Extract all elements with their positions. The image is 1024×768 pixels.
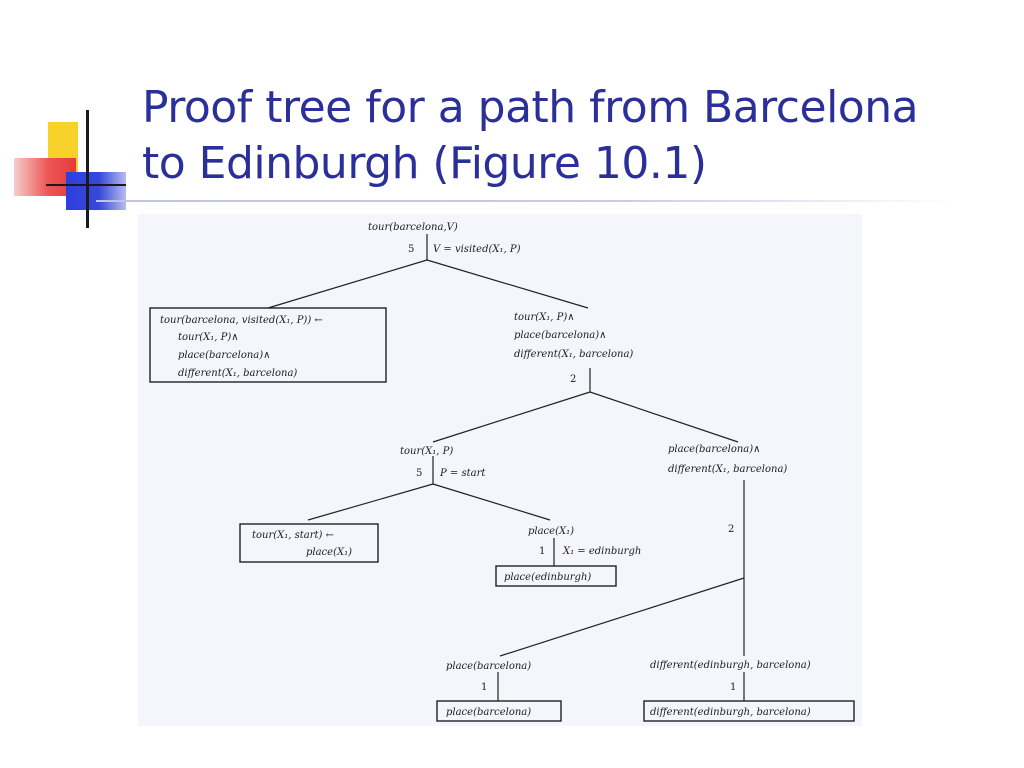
logo-horizontal-line [46, 184, 126, 186]
proof-tree-svg: tour(barcelona,V) 5 V = visited(X₁, P) t… [149, 222, 855, 722]
title-divider [96, 200, 958, 202]
logo-vertical-line [86, 110, 89, 228]
clause2-box [239, 523, 379, 563]
root-goal: tour(barcelona,V) [368, 222, 458, 233]
edge-right-left [499, 577, 745, 657]
edge-root-left [267, 259, 428, 309]
place-barcelona-rule-number: 1 [481, 682, 487, 693]
goal1-line-1: tour(X₁, P)∧ [514, 312, 575, 323]
clause1-line-1: tour(barcelona, visited(X₁, P)) ← [160, 315, 323, 326]
edge-goal1-left [432, 391, 591, 443]
corner-logo [0, 0, 140, 240]
tour-rule-number: 5 [416, 468, 422, 479]
different-rule-number: 1 [730, 682, 736, 693]
clause2-line-1: tour(X₁, start) ← [252, 530, 334, 541]
clause1-box [149, 307, 387, 383]
fact-different-box [643, 700, 855, 722]
fact-edinburgh: place(edinburgh) [504, 572, 591, 583]
goal1-rule-number: 2 [570, 374, 576, 385]
root-rule-number: 5 [408, 244, 414, 255]
fact-barcelona-box [436, 700, 562, 722]
clause1-line-2: tour(X₁, P)∧ [178, 332, 239, 343]
logo-red-square [14, 158, 76, 196]
logo-blue-square [66, 172, 126, 210]
slide-title-line-2: to Edinburgh (Figure 10.1) [142, 138, 707, 189]
root-substitution: V = visited(X₁, P) [433, 244, 521, 255]
place-barcelona-goal: place(barcelona) [446, 661, 531, 672]
tour-goal: tour(X₁, P) [400, 446, 453, 457]
slide-title-line-1: Proof tree for a path from Barcelona [142, 82, 919, 133]
goal1-line-2: place(barcelona)∧ [514, 330, 607, 341]
edge-goal1-right [589, 391, 739, 443]
edge-tour-left [307, 483, 434, 521]
right-rule-number: 2 [728, 524, 734, 535]
place-x-goal: place(X₁) [528, 526, 574, 537]
fact-edinburgh-box [495, 565, 617, 587]
edge-tour-right [432, 483, 551, 521]
clause1-line-4: different(X₁, barcelona) [178, 368, 297, 379]
edge-root-right [426, 259, 589, 309]
place-x-rule-number: 1 [539, 546, 545, 557]
proof-tree-figure: tour(barcelona,V) 5 V = visited(X₁, P) t… [138, 214, 862, 726]
clause1-line-3: place(barcelona)∧ [178, 350, 271, 361]
different-goal: different(edinburgh, barcelona) [650, 660, 811, 671]
tour-substitution: P = start [439, 468, 486, 479]
right-goal-line-2: different(X₁, barcelona) [668, 464, 787, 475]
place-x-substitution: X₁ = edinburgh [562, 546, 641, 557]
goal1-line-3: different(X₁, barcelona) [514, 349, 633, 360]
clause2-line-2: place(X₁) [306, 547, 352, 558]
clause-boxes [149, 307, 855, 722]
tree-edges [267, 234, 745, 701]
right-goal-line-1: place(barcelona)∧ [668, 444, 761, 455]
slide-title: Proof tree for a path from Barcelona to … [142, 80, 1012, 192]
fact-barcelona: place(barcelona) [446, 707, 531, 718]
fact-different: different(edinburgh, barcelona) [650, 707, 811, 718]
